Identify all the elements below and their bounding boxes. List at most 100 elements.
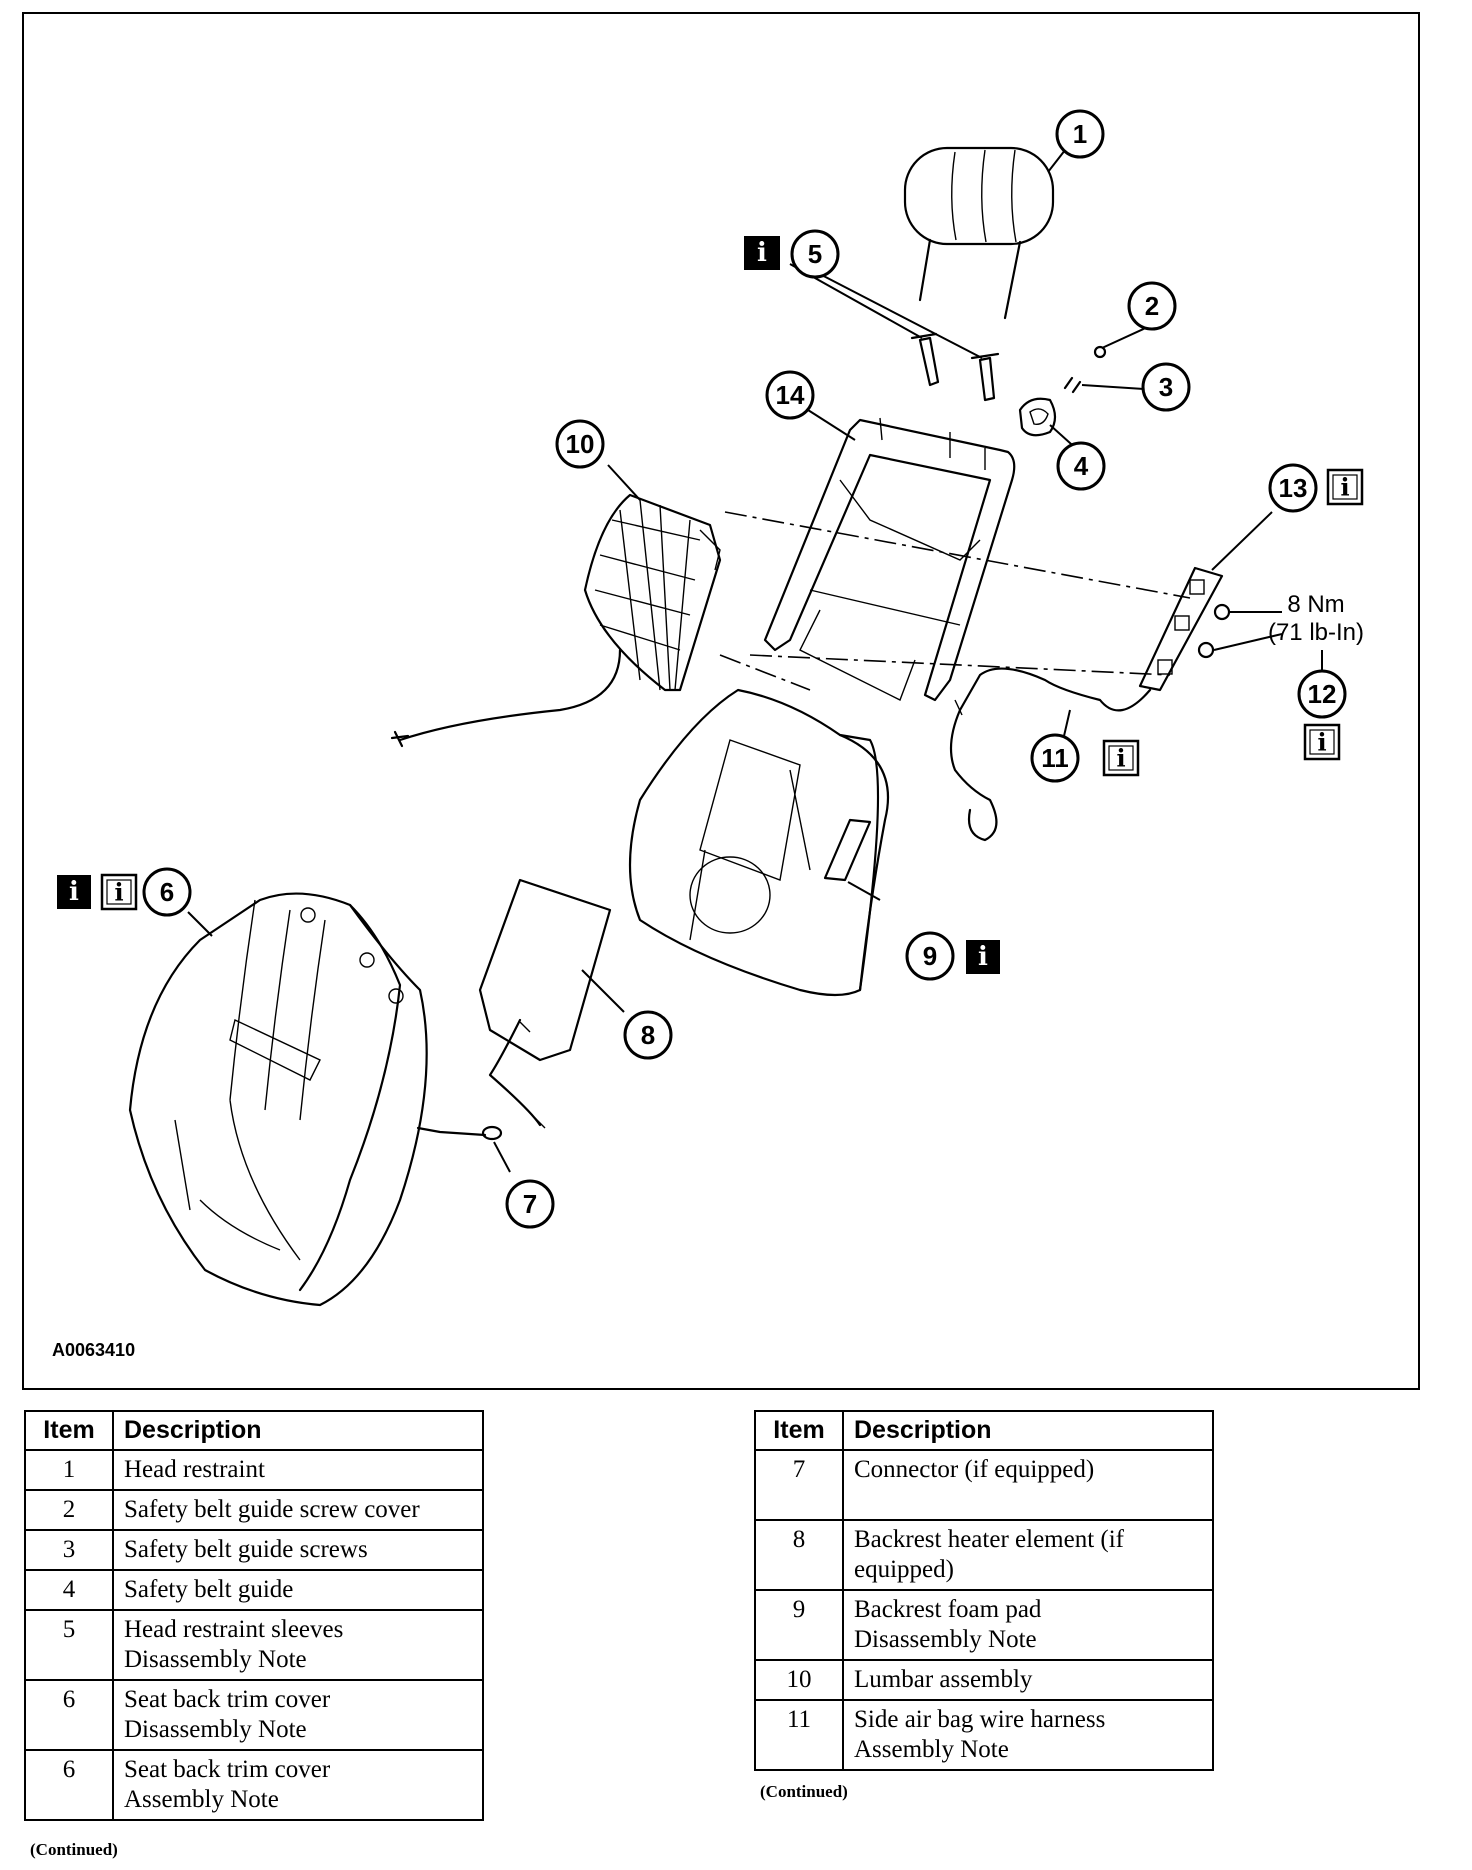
note-link[interactable]: Disassembly Note [124, 1716, 307, 1743]
lumbar-assembly-part [390, 493, 722, 748]
description-line: Safety belt guide screw cover [124, 1496, 420, 1523]
callout-8: 8 [623, 1010, 673, 1060]
item-number: 5 [24, 1609, 114, 1681]
side-airbag-wire-harness-part [949, 667, 1152, 842]
svg-text:i: i [978, 942, 988, 972]
safety-belt-guide-screws-part [1063, 345, 1107, 394]
leader-line [187, 911, 213, 937]
description-line: Head restraint [124, 1456, 265, 1483]
note-link[interactable]: Assembly Note [854, 1736, 1009, 1763]
item-number: 3 [24, 1529, 114, 1571]
callout-14: 14 [765, 370, 815, 420]
item-number: 4 [24, 1569, 114, 1611]
table-row: 4 Safety belt guide [24, 1569, 484, 1611]
item-number: 6 [24, 1749, 114, 1821]
table-row: 3 Safety belt guide screws [24, 1529, 484, 1571]
item-number: 7 [754, 1449, 844, 1521]
leader-line [493, 1141, 511, 1173]
leader-line [581, 969, 625, 1013]
parts-table-right: Item Description 7 Connector (if equippe… [754, 1410, 1214, 1771]
note-link[interactable]: Assembly Note [124, 1786, 279, 1813]
leader-line [607, 464, 641, 501]
leader-line [807, 409, 856, 441]
description-line: Backrest foam pad [854, 1596, 1042, 1623]
svg-text:11: 11 [1041, 743, 1069, 773]
alignment-line [724, 511, 1191, 599]
svg-text:1: 1 [1073, 119, 1087, 149]
description-line: Seat back trim cover [124, 1756, 331, 1783]
table-row: 7 Connector (if equipped) [754, 1449, 1214, 1521]
svg-text:6: 6 [160, 877, 174, 907]
table-header-row: Item Description [24, 1410, 484, 1451]
item-number: 1 [24, 1449, 114, 1491]
svg-text:7: 7 [523, 1189, 537, 1219]
column-header-item: Item [24, 1410, 114, 1451]
svg-text:2: 2 [1145, 291, 1159, 321]
description-line: Backrest heater element (if [854, 1526, 1124, 1553]
backrest-foam-pad-part [628, 688, 890, 997]
seat-back-trim-cover-part [128, 892, 428, 1307]
svg-text:i: i [1340, 473, 1349, 502]
svg-text:i: i [1317, 728, 1326, 757]
leader-line [1211, 511, 1273, 571]
seat-back-exploded-diagram: 1 2 3 4 5 6 7 8 9 10 11 12 13 14 i i i i… [52, 109, 1364, 1360]
callout-2: 2 [1127, 281, 1177, 331]
svg-text:5: 5 [808, 239, 822, 269]
svg-text:i: i [114, 878, 123, 907]
item-number: 2 [24, 1489, 114, 1531]
item-description: Head restraint [112, 1449, 484, 1491]
column-header-description: Description [112, 1410, 484, 1451]
callout-11: 11 [1030, 733, 1080, 783]
callout-6: 6 [142, 867, 192, 917]
svg-text:i: i [1116, 744, 1125, 773]
svg-text:14: 14 [776, 380, 805, 410]
assembly-note-icon: i [1102, 739, 1140, 777]
description-line: Safety belt guide screws [124, 1536, 368, 1563]
item-number: 11 [754, 1699, 844, 1771]
head-restraint-part [903, 146, 1055, 320]
svg-text:i: i [757, 238, 767, 268]
item-number: 6 [24, 1679, 114, 1751]
disassembly-note-icon: i [57, 875, 91, 909]
seat-back-frame-part [763, 417, 1016, 702]
description-line: Connector (if equipped) [854, 1456, 1095, 1483]
description-line: Head restraint sleeves [124, 1616, 344, 1643]
safety-belt-guide-part [1018, 397, 1057, 437]
torque-value: 8 Nm [1287, 591, 1344, 618]
assembly-note-icon: i [1303, 723, 1341, 761]
figure-code: A0063410 [52, 1340, 135, 1360]
item-description: Safety belt guide [112, 1569, 484, 1611]
description-line: Seat back trim cover [124, 1686, 331, 1713]
table-row: 10 Lumbar assembly [754, 1659, 1214, 1701]
alignment-line [719, 654, 811, 691]
parts-table-left: Item Description 1 Head restraint 2 Safe… [24, 1410, 484, 1821]
description-line: Side air bag wire harness [854, 1706, 1106, 1733]
svg-text:9: 9 [923, 941, 937, 971]
note-link[interactable]: Disassembly Note [124, 1646, 307, 1673]
table-header-row: Item Description [754, 1410, 1214, 1451]
item-number: 8 [754, 1519, 844, 1591]
nuts-part [1197, 603, 1231, 659]
item-description: Connector (if equipped) [842, 1449, 1214, 1521]
svg-text:i: i [69, 877, 79, 907]
backrest-heater-element-part [478, 878, 612, 1129]
callout-1: 1 [1055, 109, 1105, 159]
assembly-note-icon: i [1326, 468, 1364, 506]
item-description: Safety belt guide screws [112, 1529, 484, 1571]
continued-label-right: (Continued) [760, 1782, 848, 1801]
callout-10: 10 [555, 419, 605, 469]
svg-text:8: 8 [641, 1020, 655, 1050]
disassembly-note-icon: i [966, 940, 1000, 974]
note-link[interactable]: Disassembly Note [854, 1626, 1037, 1653]
callout-5: 5 [790, 229, 840, 279]
exploded-diagram-frame [22, 12, 1420, 1390]
svg-text:3: 3 [1159, 372, 1173, 402]
callout-13: 13 [1268, 463, 1318, 513]
